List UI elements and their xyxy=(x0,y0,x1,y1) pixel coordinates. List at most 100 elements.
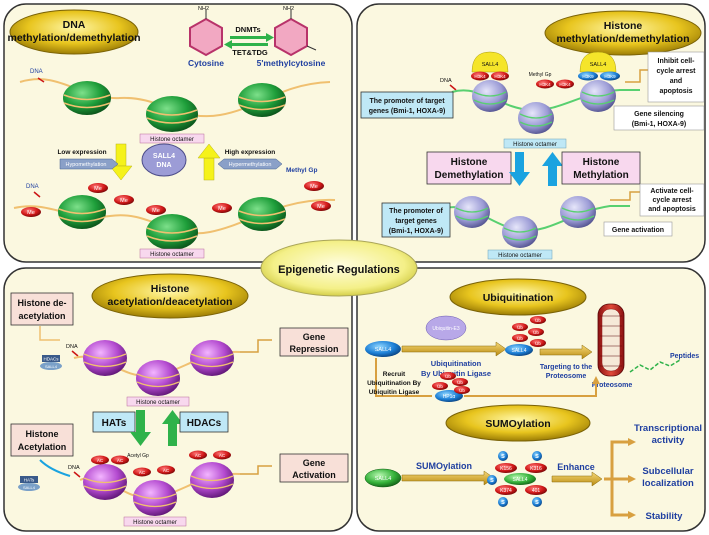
hypomethylation-label: Hypomethylation xyxy=(66,162,107,168)
deacetylation-line2: acetylation xyxy=(18,311,65,321)
nucleosome-purple xyxy=(190,462,234,498)
dna-bottom-marker xyxy=(73,471,81,478)
dna-top-label: DNA xyxy=(66,344,78,350)
tet-tdg-label: TET&TDG xyxy=(232,48,268,57)
dna-label-top: DNA xyxy=(30,69,43,75)
svg-text:AC: AC xyxy=(219,453,226,458)
h3k9-marker: H3K9 xyxy=(578,71,598,81)
ub-marker: Ub xyxy=(528,328,544,336)
acetylation-title-line2: acetylation/deacetylation xyxy=(108,296,233,308)
cytosine-label: Cytosine xyxy=(188,58,224,68)
gene-silencing-line1: Gene silencing xyxy=(634,111,684,118)
svg-text:401: 401 xyxy=(532,488,541,494)
svg-text:Me: Me xyxy=(152,208,160,214)
svg-text:Ub: Ub xyxy=(437,384,443,389)
dnmts-label: DNMTs xyxy=(235,25,260,34)
ub-marker: Ub xyxy=(530,316,546,324)
inhibit-line2: cycle arrest xyxy=(657,68,697,75)
svg-text:K316: K316 xyxy=(530,466,542,472)
h3k4-marker: H3K4 xyxy=(491,71,509,81)
k374-site: K374 xyxy=(495,485,517,495)
ub-marker: Ub xyxy=(452,378,468,386)
dna-marker-bottom xyxy=(33,191,41,198)
enhance-arrow xyxy=(551,471,603,487)
svg-text:H3K9: H3K9 xyxy=(582,74,594,79)
histone-octamer-box-bottom xyxy=(123,516,187,527)
promoter-box-top xyxy=(360,91,454,119)
histone-methylation-title-line2: methylation/demethylation xyxy=(556,33,689,45)
high-expression-label: High expression xyxy=(225,149,276,156)
dna-bottom-label: DNA xyxy=(68,465,80,471)
nucleosome-purple xyxy=(190,340,234,376)
center-title: Epigenetic Regulations xyxy=(278,264,400,276)
histone-octamer-label-bottom: Histone octamer xyxy=(133,520,177,526)
acetyl-gp-label: Acetyl Gp xyxy=(127,453,149,459)
dna-marker-top xyxy=(37,77,45,83)
svg-text:Ub: Ub xyxy=(535,341,541,346)
deacetylation-box xyxy=(10,292,74,326)
methyl-group-marker: Me xyxy=(146,205,166,215)
gene-activation-label: Gene activation xyxy=(612,227,664,234)
demethylation-box xyxy=(426,151,512,185)
methyl-gp-label: Methyl Gp xyxy=(286,167,317,174)
methyl-group-marker: Me xyxy=(21,207,41,217)
svg-text:Me: Me xyxy=(120,198,128,204)
promoter-bottom-line2: target genes xyxy=(395,218,437,225)
sall4-green-label: SALL4 xyxy=(375,476,392,482)
gene-repression-box xyxy=(279,327,349,357)
sumoylation-arrow-label: SUMOylation xyxy=(416,461,472,471)
dna-title-line2: methylation/demethylation xyxy=(7,32,140,44)
gene-repression-line2: Repression xyxy=(289,344,338,354)
proteosome xyxy=(597,303,625,377)
nucleosome-lavender xyxy=(560,196,596,228)
nucleosome-green xyxy=(146,96,198,132)
svg-text:Ub: Ub xyxy=(517,336,523,341)
sall4-green xyxy=(364,468,402,488)
svg-text:S: S xyxy=(501,500,505,506)
methylation-box xyxy=(561,151,641,185)
nucleosome-lavender xyxy=(502,216,538,248)
histone-octamer-label-top: Histone octamer xyxy=(150,137,194,143)
sall4-ub-core-label: SALL4 xyxy=(511,348,526,354)
nucleosome-lavender xyxy=(472,80,508,112)
dna-label-bottom: DNA xyxy=(26,184,39,190)
acetyl-group-marker: AC xyxy=(91,455,109,465)
acetyl-group-marker: AC xyxy=(189,450,207,460)
svg-text:Me: Me xyxy=(310,184,318,190)
subcellular-line1: Subcellular xyxy=(642,466,694,477)
svg-text:S: S xyxy=(535,500,539,506)
methylcytosine-nh2: NH2 xyxy=(283,6,294,12)
ub-marker: Ub xyxy=(440,372,456,380)
branch-stability xyxy=(610,479,630,517)
acetylation-title-ellipse xyxy=(91,273,249,319)
methyl-group-marker: Me xyxy=(88,183,108,193)
methylcytosine-label: 5'methylcytosine xyxy=(257,58,326,68)
svg-text:Me: Me xyxy=(218,206,226,212)
hypomethylation-tag xyxy=(59,158,119,170)
sumoylation-title-ellipse xyxy=(445,404,591,442)
svg-text:AC: AC xyxy=(163,468,170,473)
demethylation-line1: Histone xyxy=(451,157,488,168)
sall4-cap: SALL4 xyxy=(471,51,509,73)
hdacs-small-box xyxy=(42,355,60,362)
nucleosome-green xyxy=(63,81,111,115)
demethylation-line2: Demethylation xyxy=(435,170,504,181)
activate-box xyxy=(639,183,705,217)
hp1a-core xyxy=(435,390,463,402)
branch-stability-head xyxy=(628,511,636,519)
ub-marker: Ub xyxy=(512,323,528,331)
nucleosome-lavender xyxy=(518,102,554,134)
svg-text:AC: AC xyxy=(139,470,146,475)
svg-text:Ub: Ub xyxy=(457,380,463,385)
histone-octamer-box-top xyxy=(126,396,190,407)
deacetylation-connector xyxy=(39,326,60,341)
histone-methylation-title-line1: Histone xyxy=(604,20,643,32)
ubiquitin-e3 xyxy=(425,315,467,341)
sall4-small xyxy=(40,362,62,370)
svg-text:K156: K156 xyxy=(500,466,512,472)
hp1a-to-proteosome xyxy=(464,382,597,397)
sall4-ub-core xyxy=(505,344,533,356)
sall4-blob xyxy=(365,341,401,357)
hypermethylation-label: Hypermethylation xyxy=(229,162,272,168)
